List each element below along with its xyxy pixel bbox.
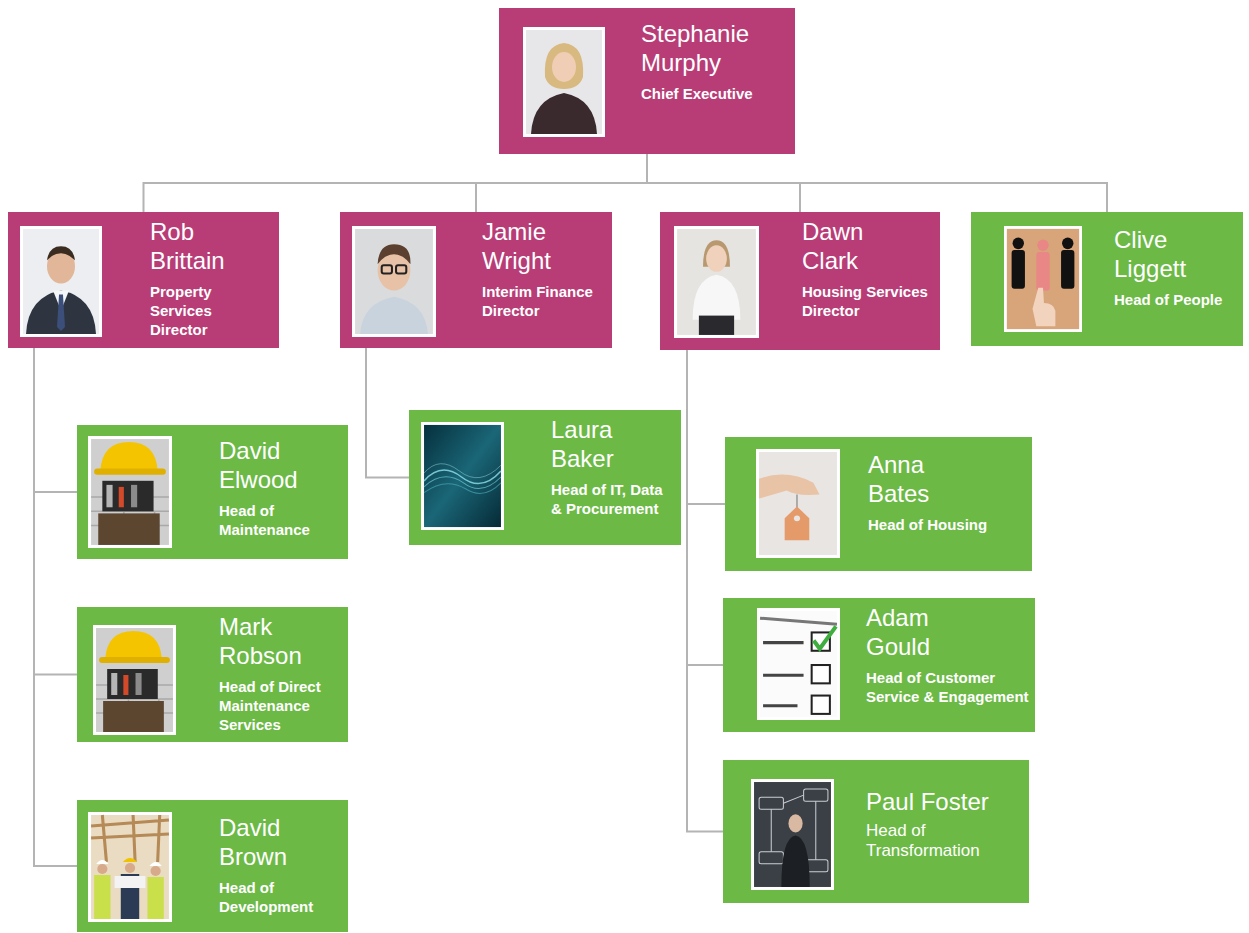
hardhat-picture [93,625,176,735]
job-title: Property Services Director [150,282,273,339]
people-icon [1004,226,1082,332]
connector [476,154,647,212]
connector [687,350,725,504]
person-name: Dawn Clark [802,218,922,276]
person-box: Stephanie MurphyChief Executive [499,8,795,154]
portrait-photo [523,27,605,137]
person-box: Anna BatesHead of Housing [725,437,1032,571]
text-column: Laura BakerHead of IT, Data & Procuremen… [551,416,675,518]
job-title: Head of Direct Maintenance Services [219,677,342,734]
person-box: Clive LiggettHead of People [971,212,1243,346]
person-name: Clive Liggett [1114,226,1234,284]
text-column: Anna BatesHead of Housing [868,451,1026,534]
person-name: Stephanie Murphy [641,20,789,78]
connector [144,154,648,212]
job-title: Head of Transformation [866,821,1023,862]
builders-picture [88,812,172,922]
job-title: Interim Finance Director [482,282,606,320]
text-column: Adam GouldHead of Customer Service & Eng… [866,604,1029,706]
portrait-photo [352,226,436,337]
connector [366,348,409,478]
person-name: Laura Baker [551,416,671,474]
job-title: Head of Development [219,878,342,916]
person-box: David BrownHead of Development [77,800,348,932]
text-column: David BrownHead of Development [219,814,342,916]
person-box: Rob BrittainProperty Services Director [8,212,279,348]
connector [34,348,77,675]
person-box: Mark RobsonHead of Direct Maintenance Se… [77,607,348,742]
text-column: Mark RobsonHead of Direct Maintenance Se… [219,613,342,734]
person-name: David Brown [219,814,339,872]
job-title: Chief Executive [641,84,789,103]
job-title: Housing Services Director [802,282,934,320]
text-column: David ElwoodHead of Maintenance [219,437,342,539]
person-box: David ElwoodHead of Maintenance [77,425,348,559]
person-name: David Elwood [219,437,339,495]
connector [647,154,1107,212]
connector [647,154,800,212]
data-wave-picture [421,422,504,530]
person-box: Laura BakerHead of IT, Data & Procuremen… [409,410,681,545]
job-title: Head of Maintenance [219,501,342,539]
text-column: Jamie WrightInterim Finance Director [482,218,606,320]
connector [34,348,77,492]
person-box: Paul FosterHead of Transformation [723,760,1029,903]
job-title: Head of IT, Data & Procurement [551,480,675,518]
connector [687,350,723,832]
portrait-photo [674,226,759,338]
text-column: Rob BrittainProperty Services Director [150,218,273,339]
house-key-picture [756,449,840,558]
person-name: Rob Brittain [150,218,270,276]
text-column: Clive LiggettHead of People [1114,226,1237,309]
person-name: Jamie Wright [482,218,602,276]
text-column: Paul FosterHead of Transformation [866,788,1023,862]
person-box: Dawn ClarkHousing Services Director [660,212,940,350]
person-name: Mark Robson [219,613,339,671]
plan-picture [751,779,834,890]
portrait-photo [20,226,102,337]
job-title: Head of Customer Service & Engagement [866,668,1029,706]
person-name: Anna Bates [868,451,988,509]
connector [687,350,723,665]
person-name: Paul Foster [866,788,1023,817]
person-box: Jamie WrightInterim Finance Director [340,212,612,348]
job-title: Head of People [1114,290,1237,309]
text-column: Stephanie MurphyChief Executive [641,20,789,103]
connector [34,348,77,866]
survey-picture [757,608,840,720]
hardhat-picture [88,436,172,548]
person-box: Adam GouldHead of Customer Service & Eng… [723,598,1035,732]
person-name: Adam Gould [866,604,986,662]
job-title: Head of Housing [868,515,1026,534]
text-column: Dawn ClarkHousing Services Director [802,218,934,320]
